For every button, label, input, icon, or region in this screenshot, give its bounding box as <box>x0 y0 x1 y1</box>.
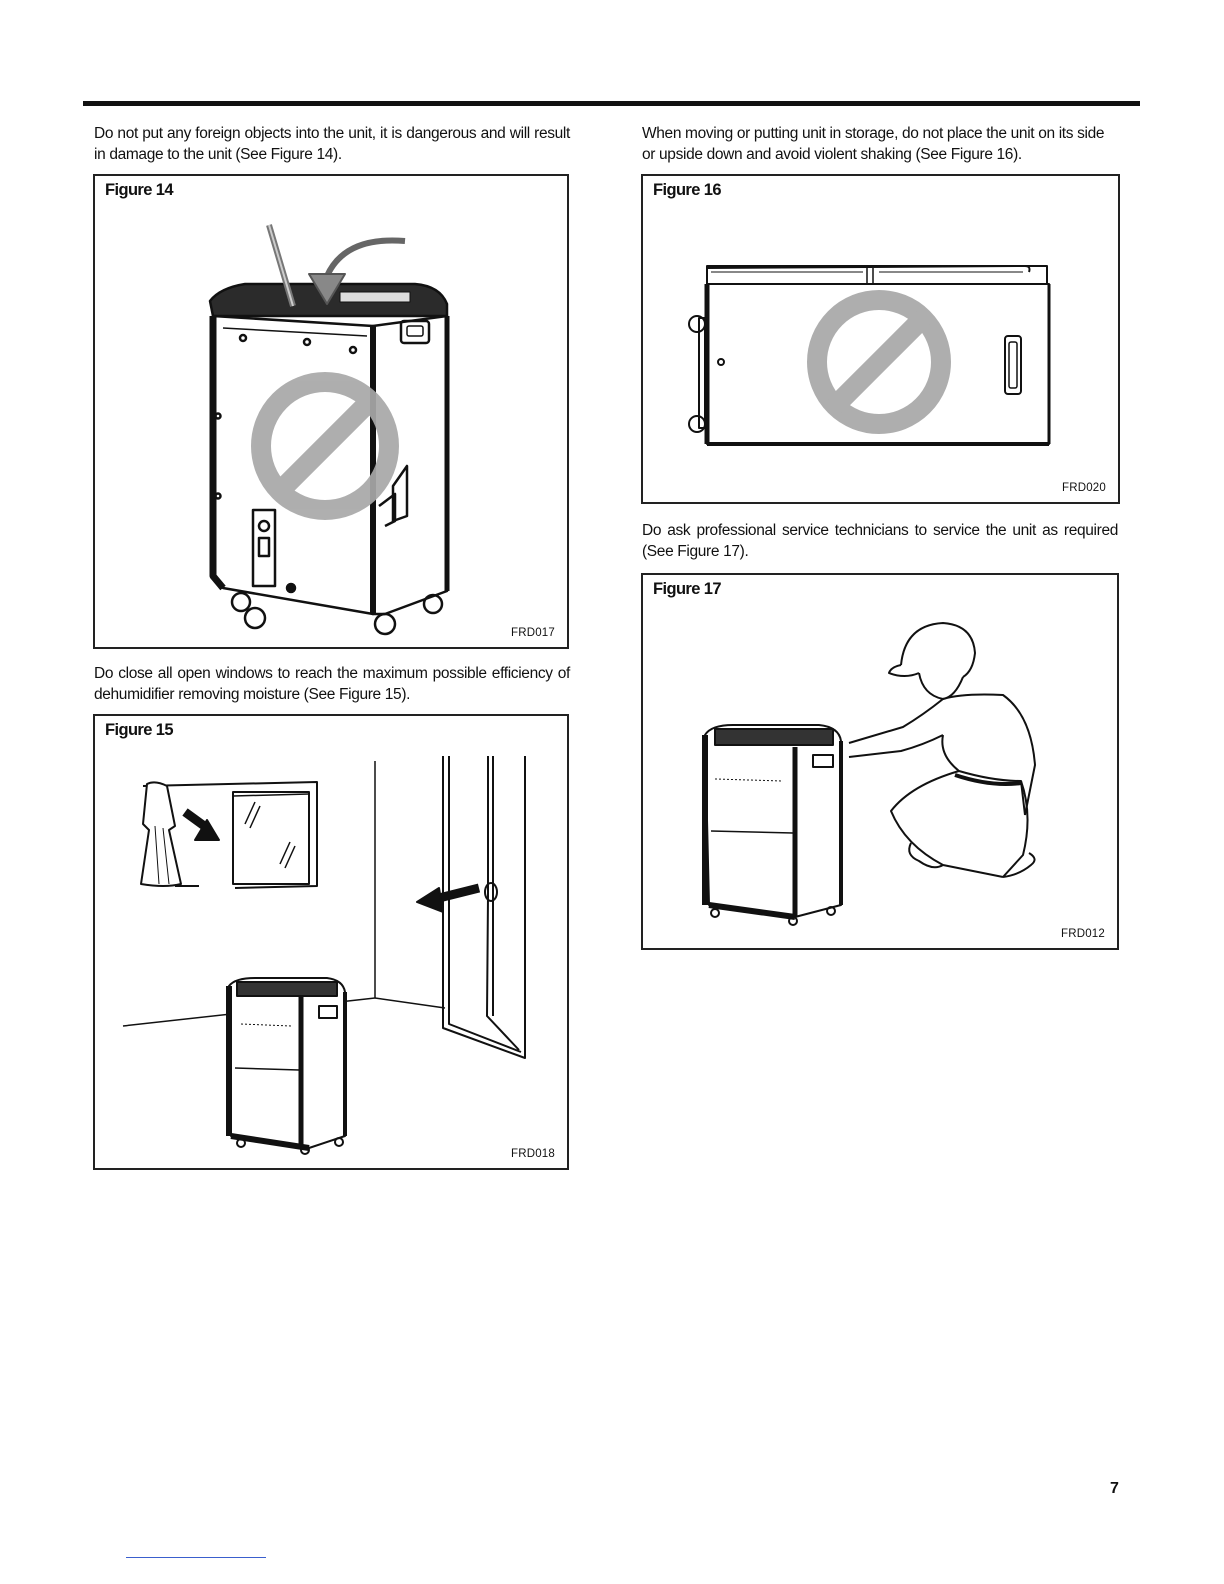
instruction-moving-storage: When moving or putting unit in storage, … <box>642 125 1105 163</box>
instruction-foreign-objects: Do not put any foreign objects into the … <box>94 125 570 163</box>
prohibition-symbol <box>807 290 951 434</box>
figure-15-code: FRD018 <box>510 1148 555 1160</box>
figure-16: Figure 16 FRD020 <box>641 174 1120 504</box>
figure-14-illustration <box>208 224 450 636</box>
figure-15-title: Figure 15 <box>105 721 174 739</box>
figure-16-code: FRD020 <box>1061 482 1106 494</box>
bottom-link-underline <box>126 1557 266 1558</box>
figure-14-title: Figure 14 <box>105 181 174 199</box>
instruction-close-windows: Do close all open windows to reach the m… <box>94 665 570 703</box>
figure-14-code: FRD017 <box>510 627 555 639</box>
figure-14: Figure 14 FRD017 <box>93 174 569 649</box>
header-rule <box>83 101 1140 106</box>
figure-15: Figure 15 FRD018 <box>93 714 569 1170</box>
figure-17: Figure 17 FRD012 <box>641 573 1119 950</box>
page-number: 7 <box>1110 1480 1119 1497</box>
figure-16-illustration <box>688 265 1051 446</box>
figure-17-code: FRD012 <box>1060 928 1105 940</box>
figure-17-illustration <box>702 622 1036 926</box>
figure-16-title: Figure 16 <box>653 181 722 199</box>
instruction-professional-service: Do ask professional service technicians … <box>642 522 1118 560</box>
figure-15-illustration <box>122 756 526 1155</box>
prohibition-symbol <box>251 372 399 520</box>
figure-17-title: Figure 17 <box>653 580 722 598</box>
